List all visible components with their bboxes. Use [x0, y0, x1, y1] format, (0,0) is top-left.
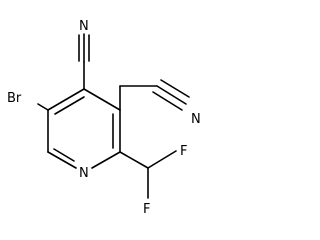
bond-c5-c4-inner [54, 96, 85, 115]
atom-n-nitrile-top-label: N [79, 19, 89, 34]
triple-bond-right [152, 79, 190, 111]
bond-n1-c6 [47, 151, 77, 169]
atom-n-ring-label: N [79, 166, 89, 181]
bond-c5-br [37, 103, 49, 111]
triple-bond-top [78, 33, 90, 63]
bond-c2-n1 [91, 151, 121, 169]
atom-br-label: Br [7, 91, 22, 106]
bond-c5-c4 [47, 88, 85, 111]
structure-canvas: Br N N N F F [7, 19, 201, 217]
atom-f-top-label: F [180, 144, 187, 159]
bond-n1-c6-inner [53, 148, 75, 162]
molecule-diagram: Br N N N F F [7, 19, 201, 217]
pyridine-ring [47, 88, 121, 169]
bond-c4-c3 [83, 88, 121, 111]
atom-n-nitrile-right-label: N [191, 112, 201, 127]
bond-chf2-ftop [147, 150, 177, 169]
atom-f-bottom-label: F [143, 202, 150, 217]
bond-c2-chf2 [119, 151, 149, 169]
